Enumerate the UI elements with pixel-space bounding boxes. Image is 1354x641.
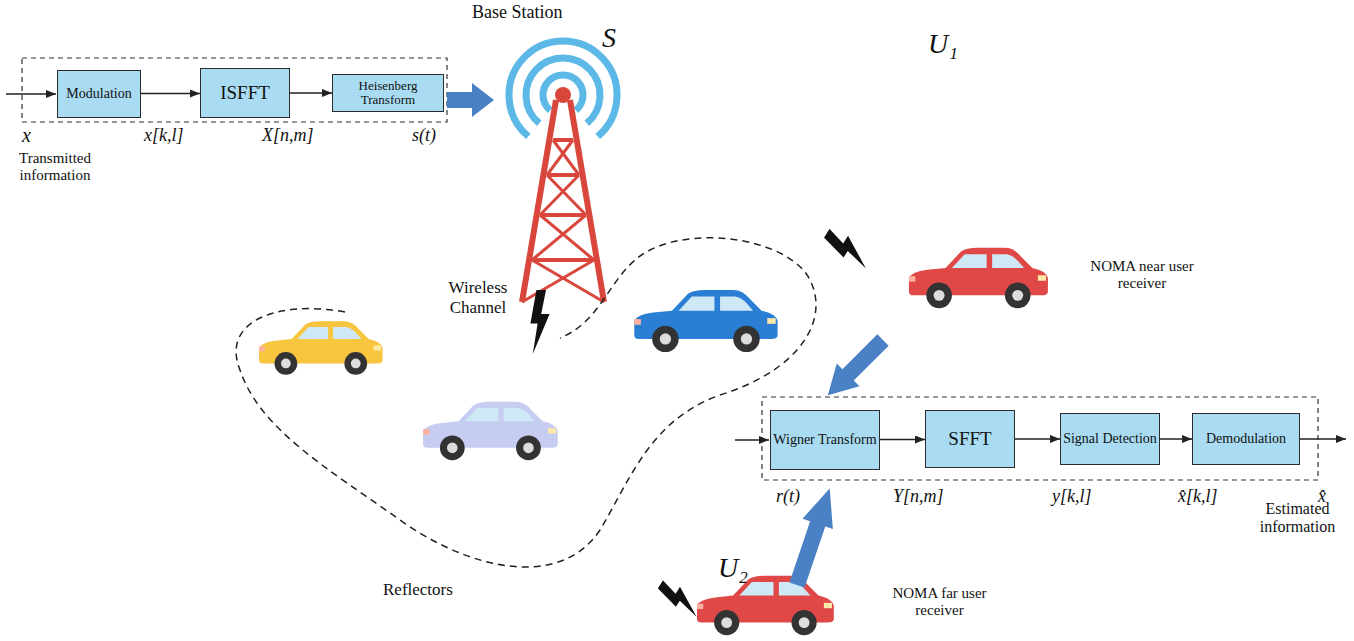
flow-arrow <box>880 439 925 441</box>
box-text: Signal Detection <box>1063 431 1157 446</box>
box-text: ISFFT <box>220 83 270 104</box>
caption-label: Estimated information <box>1245 500 1350 537</box>
box-text: SFFT <box>948 429 991 450</box>
signal-label: x̂[k,l] <box>1178 486 1218 507</box>
process-box: Heisenberg Transform <box>332 74 444 112</box>
node-symbol: S <box>602 22 616 54</box>
process-box: Signal Detection <box>1060 413 1160 465</box>
flow-arrow <box>290 92 332 94</box>
output-arrow <box>1300 438 1346 440</box>
lightning-bolt <box>820 225 875 270</box>
lightning-bolt <box>530 290 549 354</box>
block-arrow <box>817 329 895 407</box>
reflector-car <box>423 402 558 460</box>
signal-label: x[k,l] <box>144 125 184 146</box>
caption-label: Transmitted information <box>2 150 108 185</box>
input-arrow <box>6 93 56 95</box>
transmitter-frame <box>22 58 447 122</box>
user-symbol: U₁ <box>928 28 958 60</box>
box-text: Heisenberg Transform <box>333 79 443 108</box>
process-box: Modulation <box>57 70 141 118</box>
user-label: NOMA far user receiver <box>882 585 997 620</box>
user-symbol: U₂ <box>718 552 748 584</box>
base-station-tower <box>509 41 617 302</box>
box-text: Demodulation <box>1206 431 1286 446</box>
flow-arrow <box>1015 438 1060 440</box>
block-arrow <box>447 83 494 117</box>
heading-label: Base Station <box>472 2 563 23</box>
signal-label: Y[n,m] <box>893 486 944 507</box>
box-text: Modulation <box>66 86 131 101</box>
box-text: Wigner Transform <box>773 432 876 447</box>
flow-arrow <box>1160 438 1192 440</box>
process-box: Wigner Transform <box>770 410 880 470</box>
reflector-car <box>634 290 777 352</box>
reflector-region <box>236 238 816 567</box>
signal-label: X[n,m] <box>262 125 314 146</box>
flow-arrow <box>141 93 200 95</box>
reflector-car <box>259 321 383 375</box>
signal-label: s(t) <box>412 125 436 146</box>
process-box: SFFT <box>925 410 1015 468</box>
process-box: Demodulation <box>1192 413 1300 465</box>
far-user-car <box>697 576 834 635</box>
region-label: Reflectors <box>383 580 453 600</box>
channel-label: Wireless Channel <box>432 278 524 317</box>
near-user-car <box>909 248 1048 308</box>
process-box: ISFFT <box>200 68 290 118</box>
signal-label: x <box>22 124 31 147</box>
input-arrow <box>735 439 769 441</box>
signal-label: y[k,l] <box>1052 486 1092 507</box>
user-label: NOMA near user receiver <box>1072 258 1212 293</box>
receiver-frame <box>762 397 1318 480</box>
signal-label: r(t) <box>776 486 800 507</box>
